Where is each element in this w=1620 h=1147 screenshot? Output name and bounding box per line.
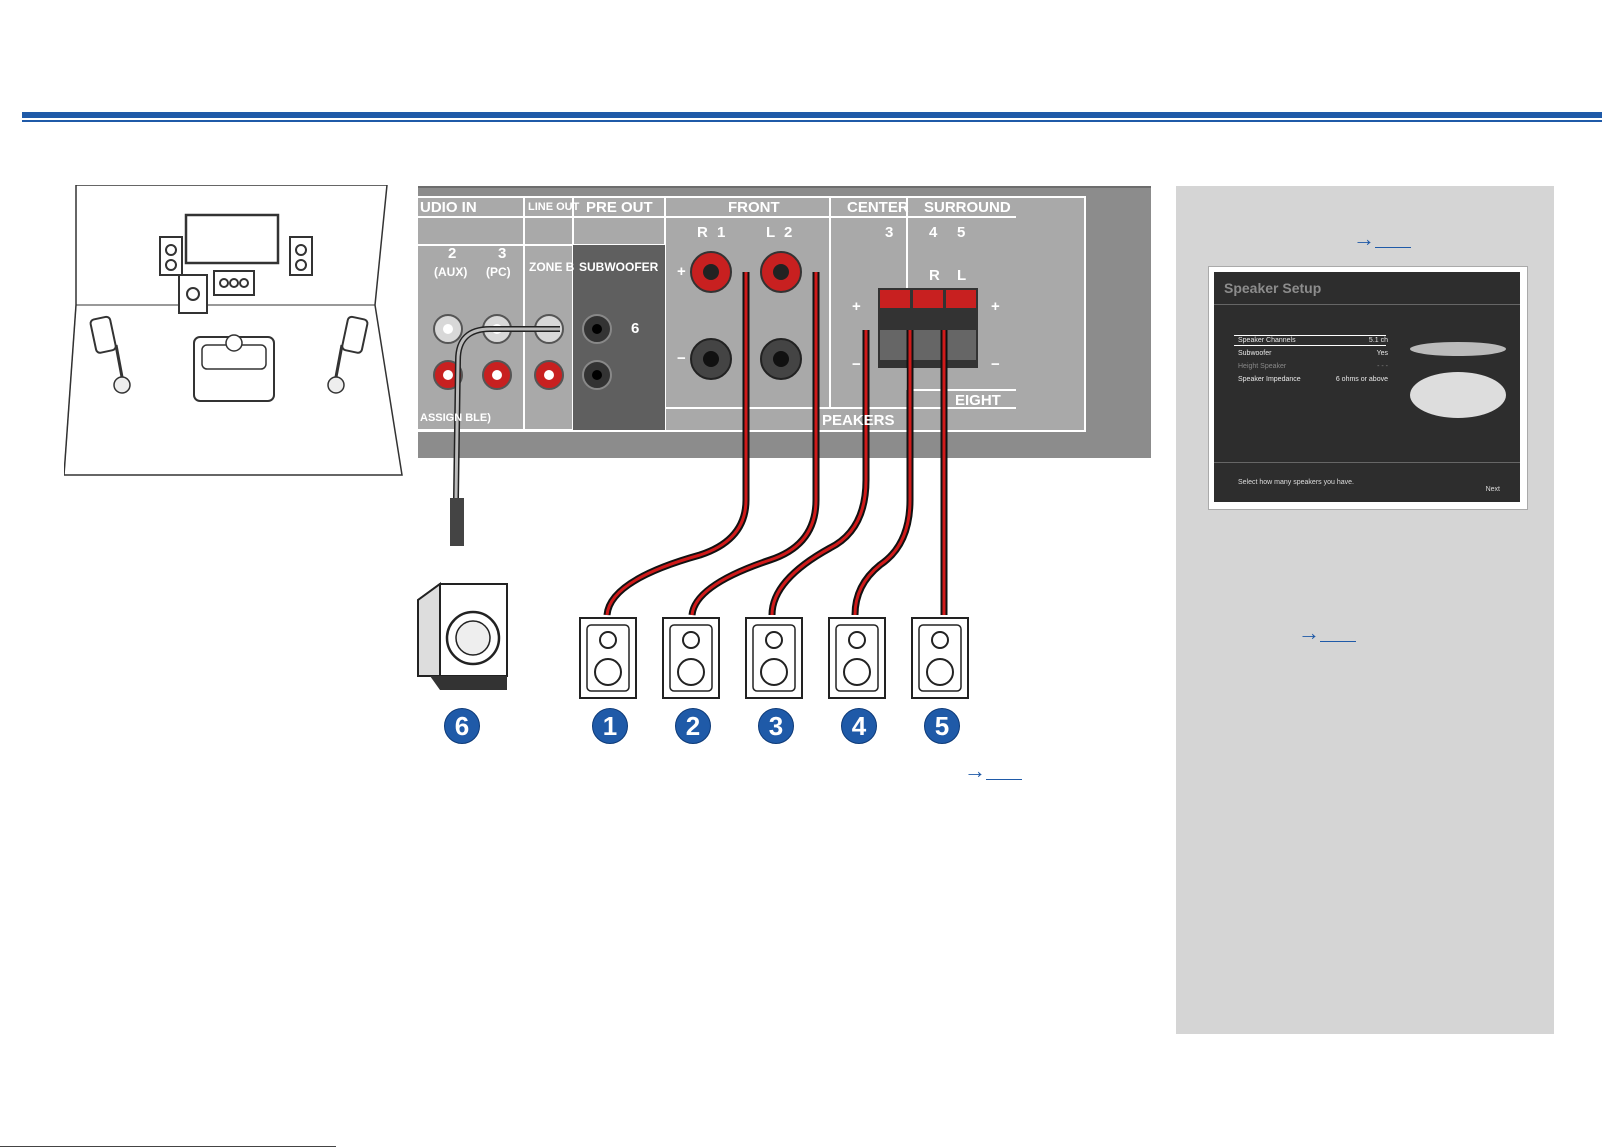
badge-front-right: 1 (592, 708, 628, 744)
osd-next-label: Next (1485, 486, 1500, 493)
badge-surround-left: 5 (924, 708, 960, 744)
plus-sign-center: + (852, 298, 861, 315)
page-link-sidebar-bottom[interactable]: → (1298, 620, 1356, 646)
osd-row-height-speaker[interactable]: Height Speaker- - - (1238, 363, 1388, 370)
terminal-tag-2: 2 (784, 224, 793, 241)
label-input-2: 2 (448, 245, 457, 262)
label-audio-in: UDIO IN (420, 199, 477, 216)
page-link-main[interactable]: → (964, 758, 1022, 784)
terminal-tag-5: 5 (957, 224, 966, 241)
label-input-2-sub: (AUX) (434, 265, 468, 279)
header-rule-thin (22, 120, 1602, 122)
label-line-out: LINE OUT (528, 201, 580, 213)
osd-title: Speaker Setup (1224, 280, 1322, 296)
label-front: FRONT (728, 199, 780, 216)
badge-center: 3 (758, 708, 794, 744)
label-subwoofer: SUBWOOFER (579, 260, 659, 274)
wiring-diagram (417, 196, 1016, 699)
osd-room-preview (1410, 342, 1506, 356)
osd-footer-text: Select how many speakers you have. (1238, 479, 1354, 486)
plus-sign-surround: + (991, 298, 1000, 315)
plus-sign-front: + (677, 263, 686, 280)
label-assignable: ASSIGN BLE) (420, 412, 491, 424)
label-height: EIGHT (955, 392, 1001, 409)
terminal-tag-6: 6 (631, 320, 640, 337)
label-pre-out: PRE OUT (586, 199, 653, 216)
minus-sign-center: − (852, 356, 861, 373)
badge-front-left: 2 (675, 708, 711, 744)
label-input-3-sub: (PC) (486, 265, 511, 279)
label-input-3: 3 (498, 245, 507, 262)
label-speakers: PEAKERS (822, 412, 895, 429)
label-zone-b: ZONE B (529, 260, 575, 274)
label-surround: SURROUND (924, 199, 1011, 216)
osd-room-floor (1410, 372, 1506, 418)
minus-sign-front: − (677, 350, 686, 367)
terminal-tag-surround-r: R (929, 267, 940, 284)
terminal-tag-l: L (766, 224, 776, 241)
terminal-tag-1: 1 (717, 224, 726, 241)
badge-surround-right: 4 (841, 708, 877, 744)
room-layout-illustration (64, 185, 403, 476)
terminal-tag-4: 4 (929, 224, 938, 241)
terminal-tag-r: R (697, 224, 708, 241)
terminal-tag-surround-l: L (957, 267, 967, 284)
page-link-sidebar-top[interactable]: → (1353, 226, 1411, 252)
header-rule (22, 112, 1602, 118)
badge-subwoofer: 6 (444, 708, 480, 744)
label-center: CENTER (847, 199, 909, 216)
minus-sign-surround: − (991, 356, 1000, 373)
terminal-tag-3: 3 (885, 224, 894, 241)
